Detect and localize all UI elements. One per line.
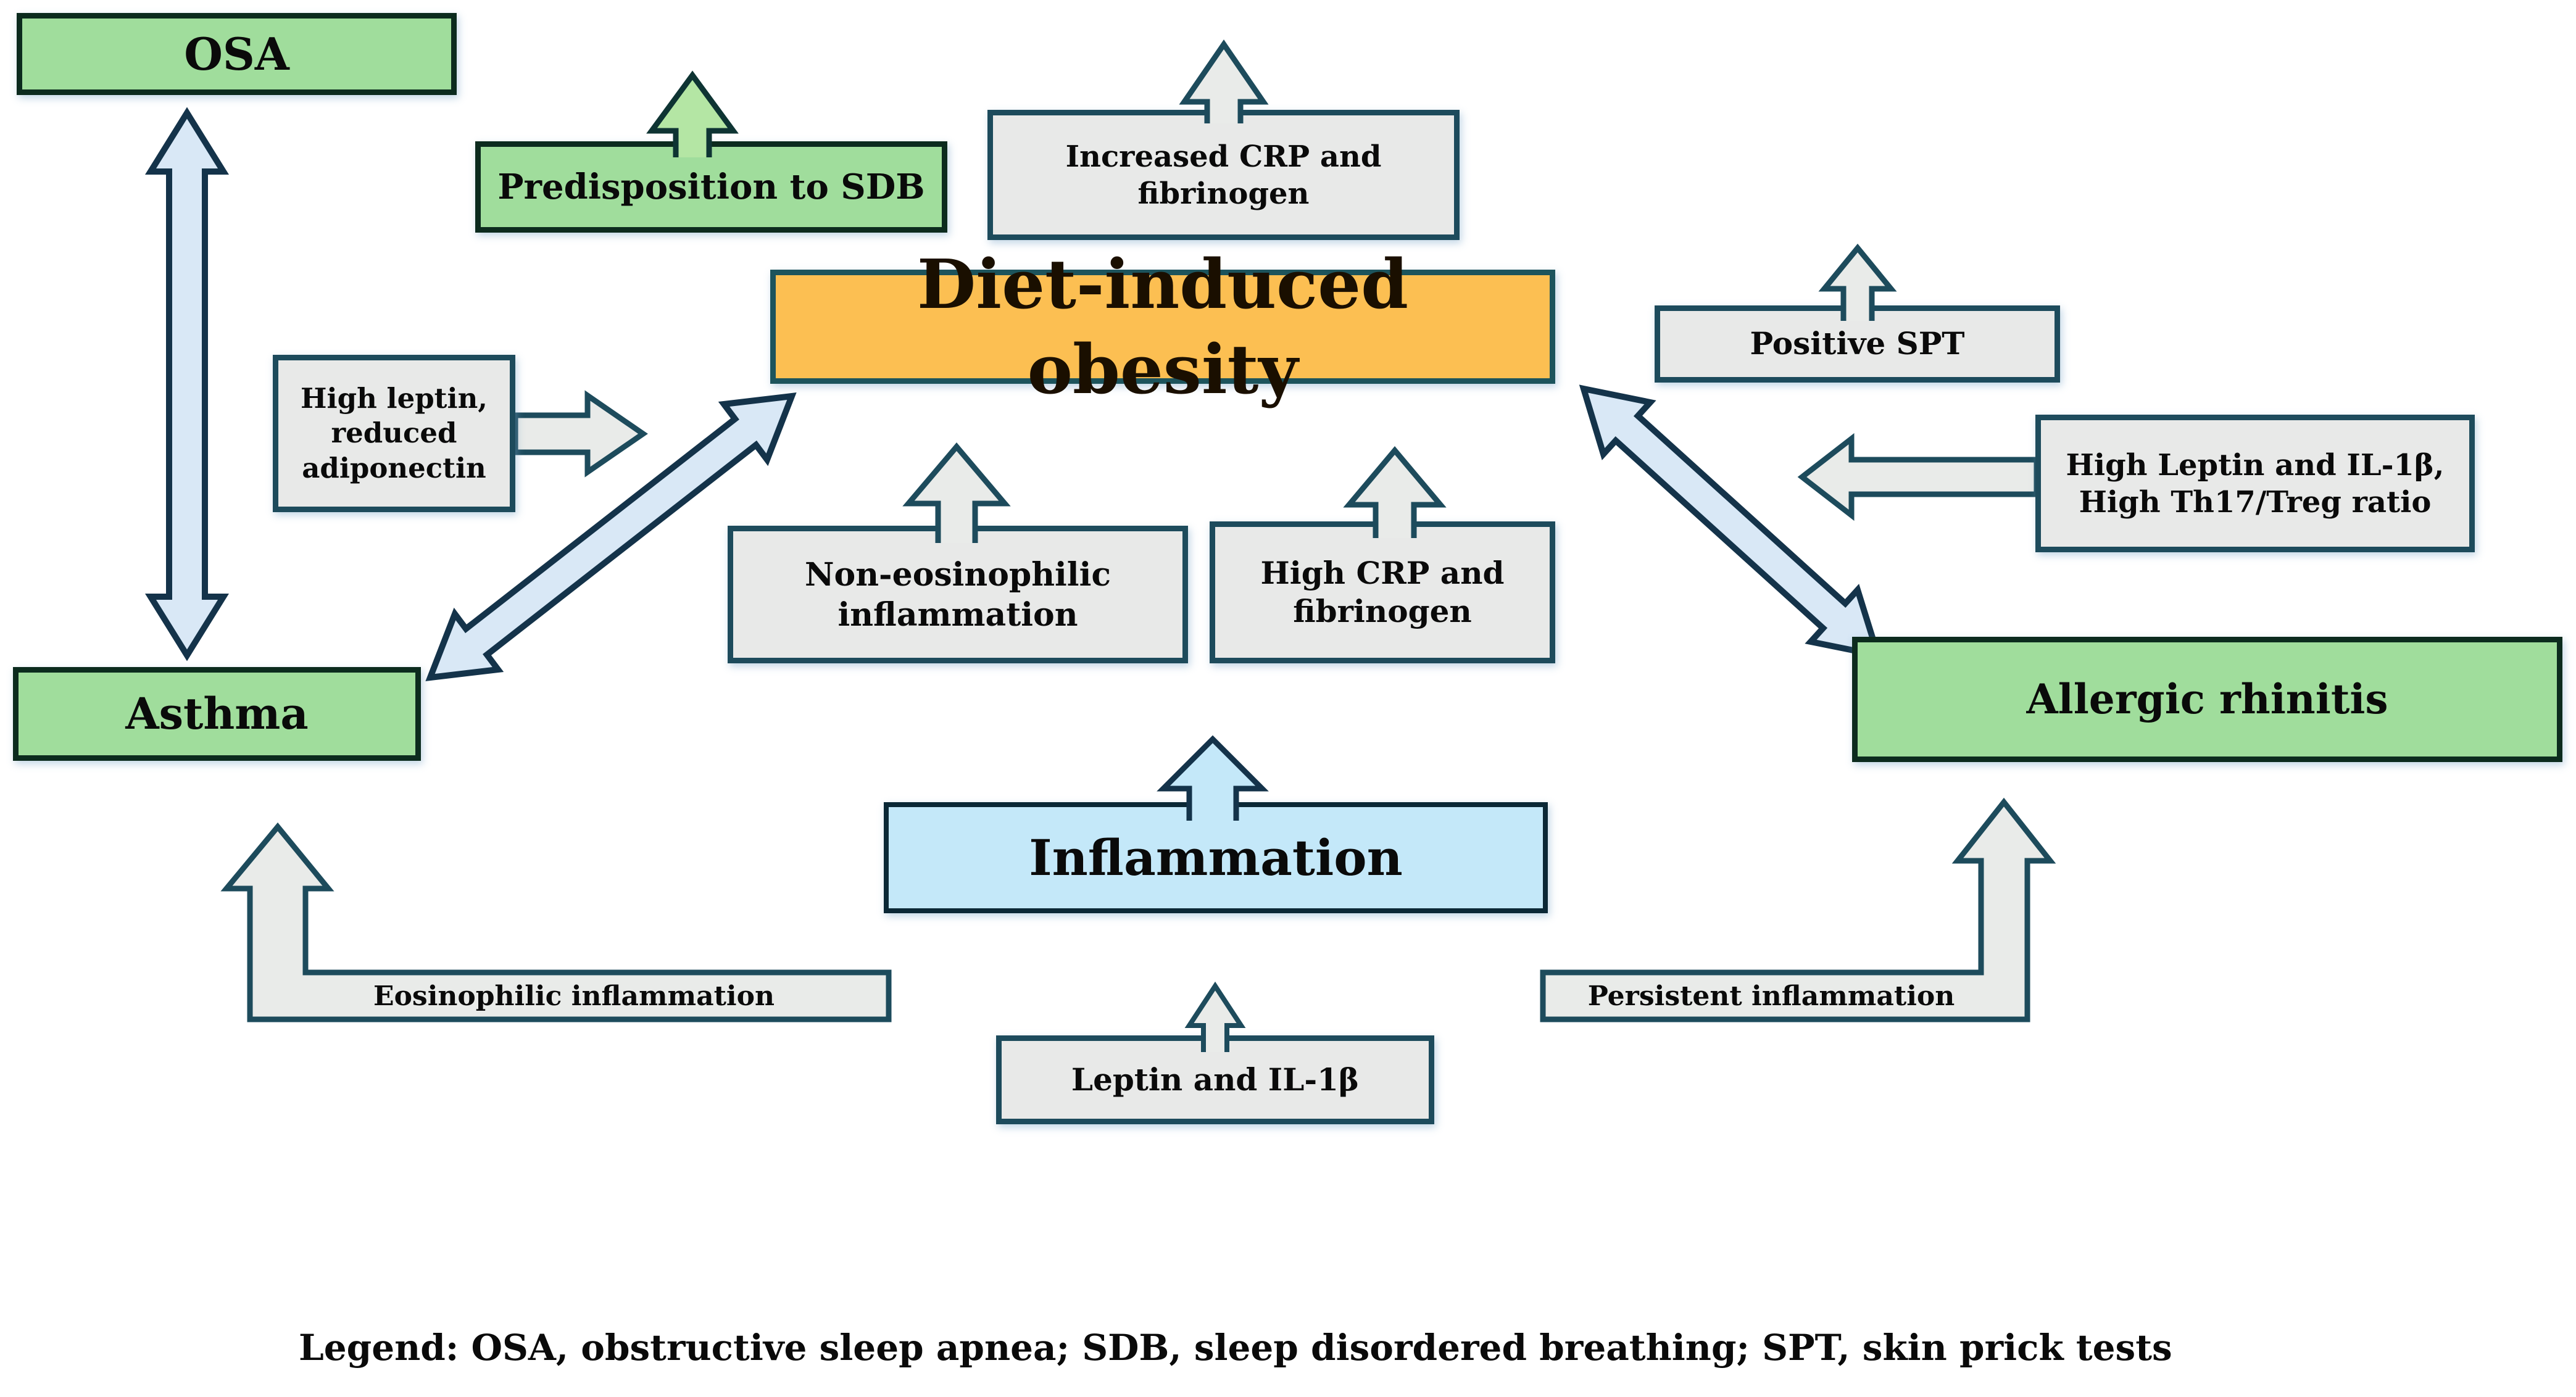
node-allergic-rhinitis-label: Allergic rhinitis <box>2026 675 2388 724</box>
node-osa-label: OSA <box>184 27 289 80</box>
node-positive-spt-label: Positive SPT <box>1750 325 1965 362</box>
node-leptin-il1b-label: Leptin and IL-1β <box>1071 1061 1360 1098</box>
arrow-increased-crp-up <box>1179 39 1269 123</box>
arrow-osa-asthma-double <box>145 107 229 661</box>
arrow-leptin-il1b-up <box>1184 981 1246 1052</box>
node-diet-obesity: Diet-induced obesity <box>770 244 1555 409</box>
arrow-positive-spt-up <box>1818 243 1897 321</box>
legend-text: Legend: OSA, obstructive sleep apnea; SD… <box>299 1327 2172 1369</box>
eosinophilic-inflammation-text: Eosinophilic inflammation <box>373 980 775 1012</box>
node-predisposition-sdb-label: Predisposition to SDB <box>497 167 925 207</box>
arrow-inflammation-up <box>1157 735 1269 821</box>
node-asthma-label: Asthma <box>125 688 309 740</box>
node-non-eosinophilic-label: Non-eosinophilic inflammation <box>805 555 1111 634</box>
eosinophilic-inflammation-label: Eosinophilic inflammation <box>265 974 883 1018</box>
arrow-high-leptin-right <box>512 390 648 478</box>
arrow-non-eosinophilic-up <box>902 442 1011 543</box>
arrow-obesity-asthma-double <box>425 392 797 681</box>
node-osa: OSA <box>17 13 457 95</box>
node-high-leptin-il1b: High Leptin and IL-1β, High Th17/Treg ra… <box>2035 415 2475 552</box>
node-high-crp: High CRP and fibrinogen <box>1210 521 1555 663</box>
arrow-high-crp-up <box>1343 446 1447 538</box>
persistent-inflammation-text: Persistent inflammation <box>1587 980 1955 1012</box>
node-high-leptin-adiponectin-label: High leptin, reduced adiponectin <box>301 382 488 484</box>
arrow-predisposition-up <box>646 70 739 157</box>
persistent-inflammation-label: Persistent inflammation <box>1555 974 1987 1018</box>
node-increased-crp: Increased CRP and fibrinogen <box>987 110 1460 240</box>
arrow-persistent-elbow <box>1540 797 2056 1022</box>
node-allergic-rhinitis: Allergic rhinitis <box>1852 637 2562 762</box>
node-high-leptin-adiponectin: High leptin, reduced adiponectin <box>273 355 515 512</box>
arrow-eosinophilic-elbow <box>220 822 892 1022</box>
node-high-crp-label: High CRP and fibrinogen <box>1260 554 1505 630</box>
node-high-leptin-il1b-label: High Leptin and IL-1β, High Th17/Treg ra… <box>2066 447 2445 520</box>
node-increased-crp-label: Increased CRP and fibrinogen <box>1065 139 1382 211</box>
node-diet-obesity-label: Diet-induced obesity <box>916 244 1409 409</box>
node-asthma: Asthma <box>13 667 421 761</box>
node-inflammation-label: Inflammation <box>1029 829 1403 887</box>
